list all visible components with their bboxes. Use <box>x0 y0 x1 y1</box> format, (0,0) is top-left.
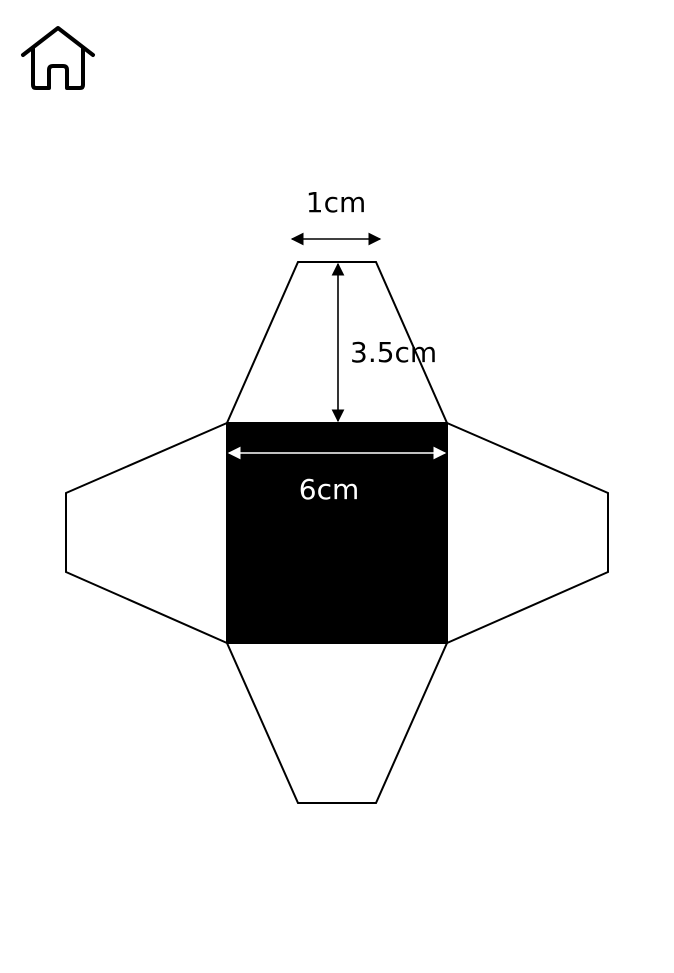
top-width-label: 1cm <box>306 186 366 219</box>
home-button[interactable] <box>18 22 100 96</box>
bottom-face <box>225 642 449 804</box>
left-face <box>65 421 228 645</box>
right-face <box>446 421 609 645</box>
square-base <box>227 423 447 643</box>
base-width-label: 6cm <box>299 473 359 506</box>
home-icon <box>21 26 95 90</box>
height-label: 3.5cm <box>350 336 437 369</box>
